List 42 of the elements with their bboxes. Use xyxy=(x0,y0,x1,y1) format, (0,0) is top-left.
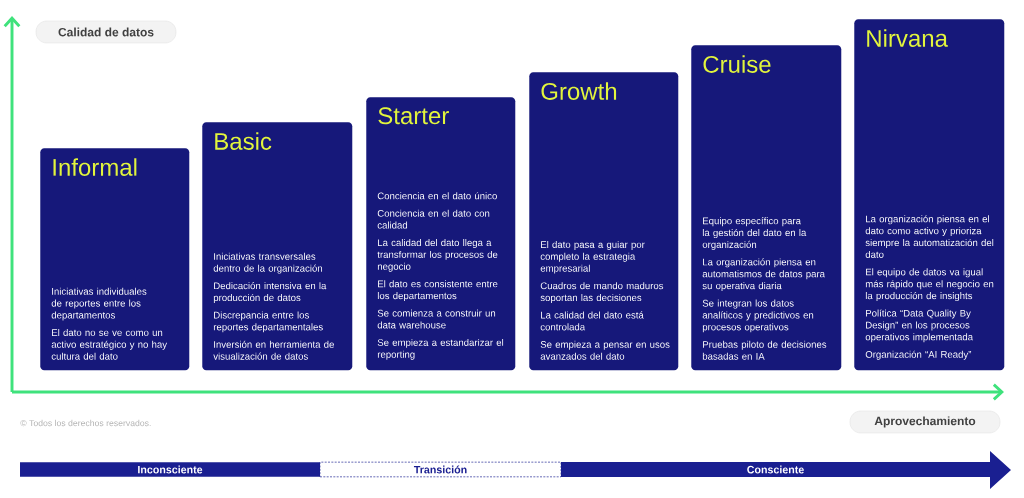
stage-card xyxy=(366,97,516,371)
card-text: Se empieza a pensar en usos avanzados del dato xyxy=(540,340,670,360)
card-text: Iniciativas transversales dentro de la organización xyxy=(213,252,322,274)
card-text: El dato es consistente entre los departamentos xyxy=(377,280,498,302)
card-text: Conciencia en el dato único xyxy=(377,192,497,200)
card-text: Inversión en herramienta de visualización de datos xyxy=(213,340,334,360)
stage-card xyxy=(40,148,190,371)
phase-band: Consciente xyxy=(561,451,1011,489)
stage-card xyxy=(529,72,679,371)
axis-label: Aprovechamiento xyxy=(849,410,1001,434)
copyright-note: © Todos los derechos reservados. xyxy=(20,419,151,427)
card-title: Starter xyxy=(378,107,449,125)
card-text: Política “Data Quality By Design” en los procesos operativos implementada xyxy=(865,309,974,343)
card-text: Organización “AI Ready” xyxy=(865,350,972,360)
card-text: Se comienza a construir un data warehouse xyxy=(377,309,496,329)
card-text: Discrepancia entre los reportes departamentales xyxy=(213,311,323,333)
stage-card xyxy=(854,19,1005,371)
card-text: Cuadros de mando maduros soportan las decisiones xyxy=(540,282,664,303)
card-text: Se integran los datos analíticos y predictivos en procesos operativos xyxy=(702,299,814,333)
card-text: El equipo de datos va igual más rápido que el negocio en la producción de insights xyxy=(865,268,994,302)
stage-card xyxy=(691,45,842,371)
card-text: La organización piensa en automatismos de datos para su operativa diaria xyxy=(702,258,825,292)
card-text: Pruebas piloto de decisiones basadas en IA xyxy=(702,340,827,360)
card-title: Basic xyxy=(215,132,272,150)
axis-label: Calidad de datos xyxy=(35,20,177,44)
card-title: Cruise xyxy=(703,55,771,73)
card-title: Nirvana xyxy=(867,29,948,47)
card-text: Equipo específico para la gestión del dato en la organización xyxy=(702,217,807,250)
card-text: Iniciativas individuales de reportes entre los departamentos xyxy=(51,287,147,321)
card-title: Informal xyxy=(53,158,137,176)
card-text: El dato pasa a guiar por completo la estrategia empresarial xyxy=(540,240,645,274)
phase-band: Inconsciente xyxy=(20,462,320,477)
card-text: El dato no se ve como un activo estratégico y no hay cultura del dato xyxy=(51,328,168,360)
card-title: Growth xyxy=(541,82,617,100)
card-text: La calidad del dato llega a transformar los procesos de negocio xyxy=(377,239,498,272)
card-text: Dedicación intensiva en la producción de datos xyxy=(213,282,327,303)
stage-card xyxy=(202,122,353,371)
card-text: La calidad del dato está controlada xyxy=(540,311,644,331)
phase-band: Transición xyxy=(319,461,562,478)
card-text: La organización piensa en el dato como activo y prioriza siempre la automatización del dato xyxy=(865,215,994,258)
card-text: Se empieza a estandarizar el reporting xyxy=(377,338,504,360)
card-text: Conciencia en el dato con calidad xyxy=(377,209,490,229)
